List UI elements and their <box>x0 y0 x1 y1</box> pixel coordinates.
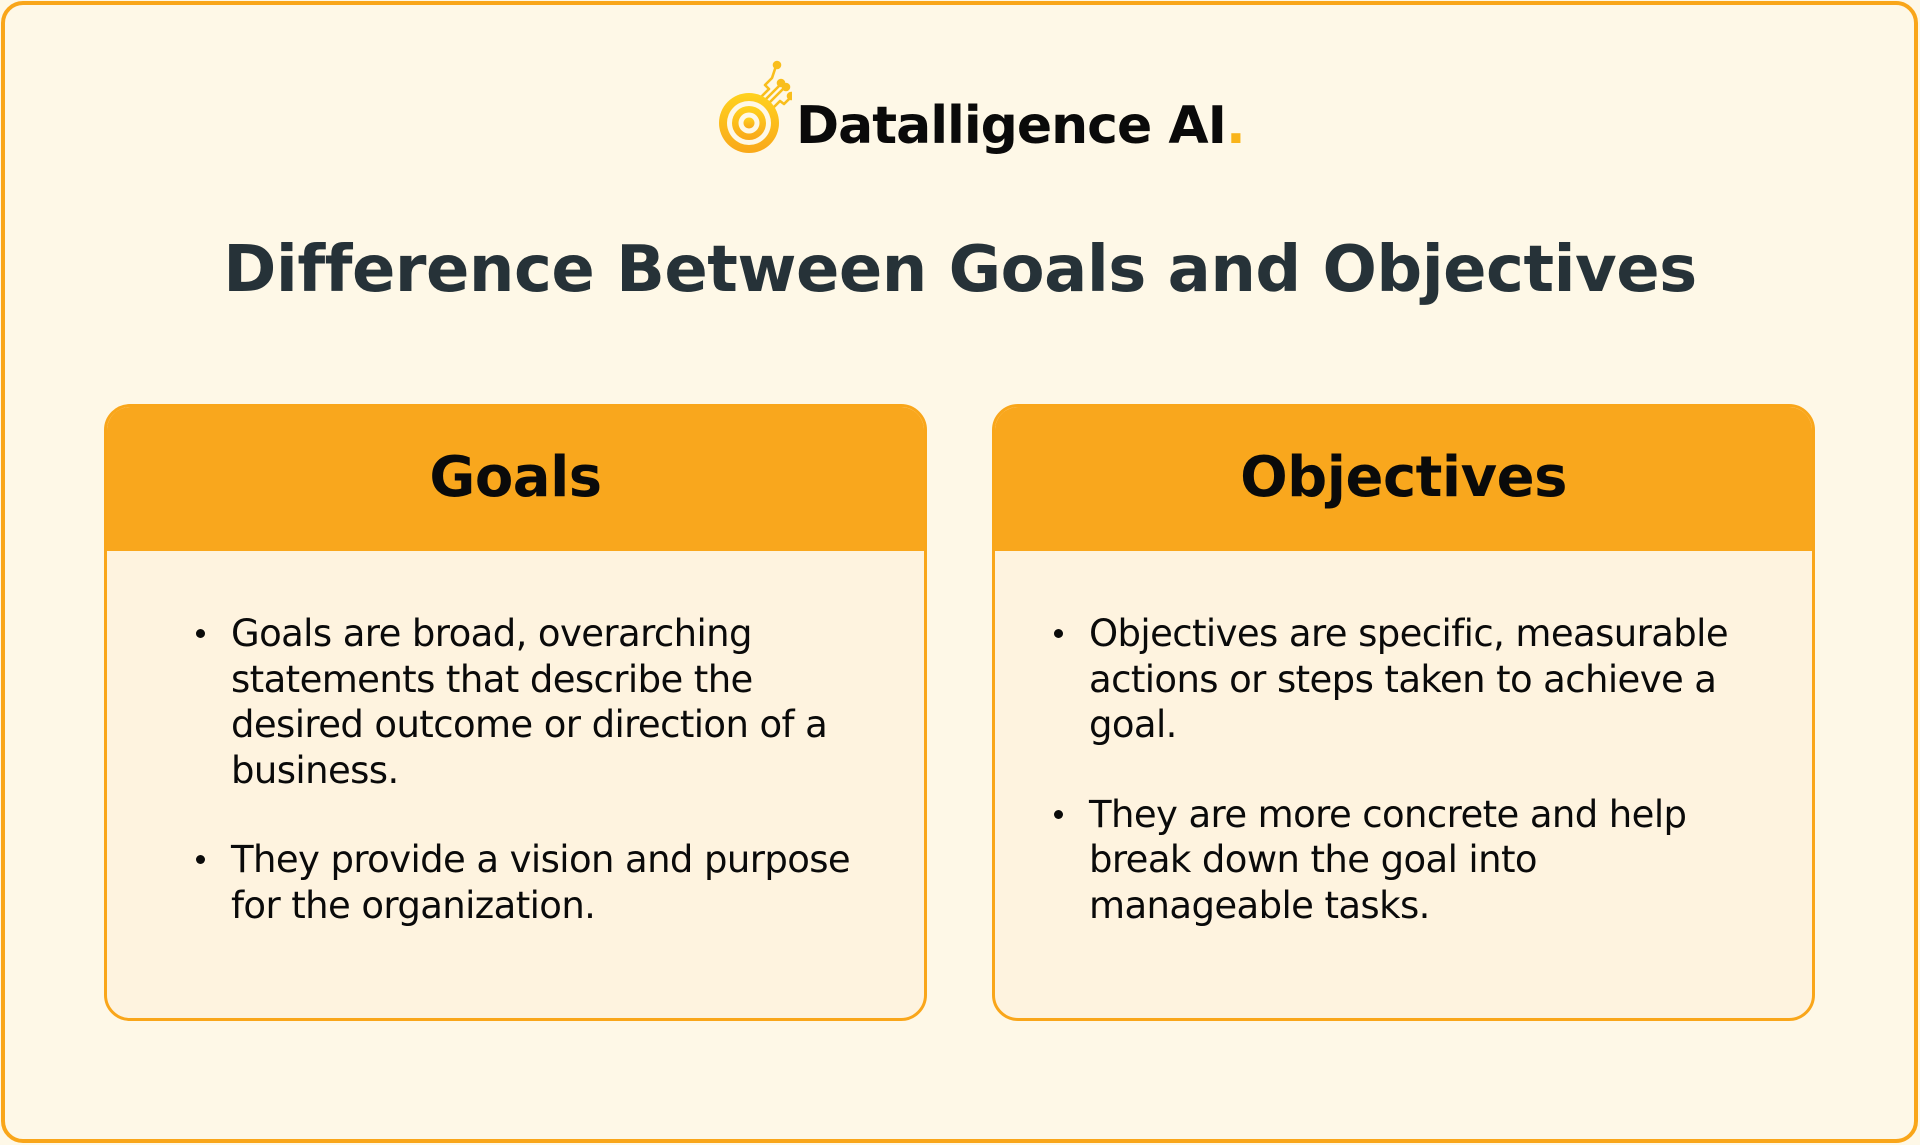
objectives-card-header: Objectives <box>995 407 1812 551</box>
objectives-card-body: Objectives are specific, measurable acti… <box>995 551 1812 928</box>
goals-card-header: Goals <box>107 407 924 551</box>
brand-logo: Datalligence AI. <box>714 52 1246 156</box>
objectives-bullet-item: Objectives are specific, measurable acti… <box>995 611 1772 748</box>
bullet-dot-icon <box>196 855 205 864</box>
target-circuit-icon <box>719 60 792 153</box>
page-title: Difference Between Goals and Objectives <box>223 233 1697 307</box>
objectives-card: Objectives Objectives are specific, meas… <box>992 404 1815 1021</box>
bullet-dot-icon <box>1054 809 1063 819</box>
goals-card: Goals Goals are broad, overarching state… <box>104 404 927 1021</box>
goals-heading: Goals <box>429 445 602 510</box>
goals-bullet-list: Goals are broad, overarching statements … <box>107 611 884 928</box>
bullet-dot-icon <box>196 629 205 638</box>
brand-name: Datalligence AI. <box>796 96 1246 156</box>
objectives-heading: Objectives <box>1240 445 1567 510</box>
objectives-bullet-list: Objectives are specific, measurable acti… <box>995 611 1772 928</box>
bullet-text: They provide a vision and purpose for th… <box>231 838 851 927</box>
bullet-dot-icon <box>1054 629 1063 638</box>
bullet-text: Objectives are specific, measurable acti… <box>1089 612 1729 746</box>
bullet-text: They are more concrete and help break do… <box>1089 792 1687 927</box>
goals-bullet-item: Goals are broad, overarching statements … <box>107 611 884 793</box>
objectives-bullet-item: They are more concrete and help break do… <box>995 792 1772 929</box>
brand-dot: . <box>1225 96 1246 156</box>
goals-card-body: Goals are broad, overarching statements … <box>107 551 924 928</box>
goals-bullet-item: They provide a vision and purpose for th… <box>107 837 884 928</box>
bullet-text: Goals are broad, overarching statements … <box>231 612 828 792</box>
